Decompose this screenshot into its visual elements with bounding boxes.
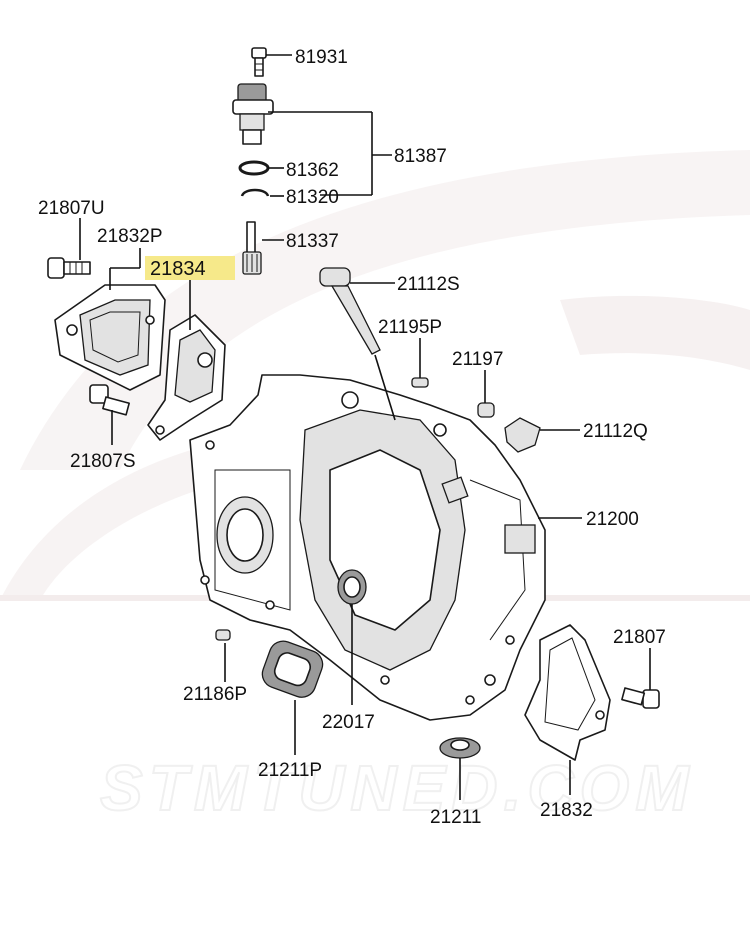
label-21195P[interactable]: 21195P [378, 317, 442, 338]
speed-sensor-81387-icon [232, 83, 274, 145]
bolt-21807-icon [621, 687, 660, 709]
bolt-21807U-icon [47, 257, 91, 279]
driven-gear-81337-icon [242, 221, 262, 275]
plug-21197-icon [477, 402, 495, 418]
cap-21112Q-icon [504, 417, 541, 453]
bolt-81931-icon [251, 47, 267, 77]
label-21834[interactable]: 21834 [150, 258, 206, 280]
leader-lines [79, 54, 651, 800]
mount-bracket-21832P-icon [54, 284, 166, 391]
label-21832P[interactable]: 21832P [97, 226, 163, 247]
transmission-case-21200-icon [189, 374, 546, 721]
label-81931[interactable]: 81931 [295, 47, 348, 68]
label-21807[interactable]: 21807 [613, 627, 666, 648]
label-21807U[interactable]: 21807U [38, 198, 105, 219]
label-22017[interactable]: 22017 [322, 712, 375, 733]
clip-81320-icon [240, 188, 270, 197]
label-21807S[interactable]: 21807S [70, 451, 136, 472]
label-81337[interactable]: 81337 [286, 231, 339, 252]
cover-plate-21832-icon [524, 624, 611, 761]
o-ring-81362-icon [238, 160, 270, 176]
pin-21195P-icon [411, 377, 429, 388]
oil-seal-22017-icon [337, 569, 367, 605]
label-21112Q[interactable]: 21112Q [583, 421, 648, 442]
mount-bracket-21834-icon [147, 314, 226, 441]
watermark-text: STMTUNED.COM [100, 752, 695, 824]
label-21211P[interactable]: 21211P [258, 760, 322, 781]
pin-21186P-icon [215, 629, 231, 641]
dipstick-21112S-icon [319, 267, 381, 355]
label-81387[interactable]: 81387 [394, 146, 447, 167]
grommet-21211-icon [439, 737, 481, 759]
label-21112S[interactable]: 21112S [397, 274, 460, 295]
plug-21211P-icon [261, 640, 324, 698]
watermark-logo: STMTUNED.COM [0, 150, 750, 825]
bolt-21807S-icon [89, 384, 130, 416]
label-21200[interactable]: 21200 [586, 509, 639, 530]
highlight-21834 [145, 256, 235, 280]
part-labels: 81931 81387 81362 81320 81337 21807U 218… [38, 47, 666, 828]
label-81320[interactable]: 81320 [286, 187, 339, 208]
label-21197[interactable]: 21197 [452, 349, 503, 370]
label-21832[interactable]: 21832 [540, 800, 593, 821]
label-21211[interactable]: 21211 [430, 807, 481, 828]
label-21186P[interactable]: 21186P [183, 684, 247, 705]
label-81362[interactable]: 81362 [286, 160, 339, 181]
